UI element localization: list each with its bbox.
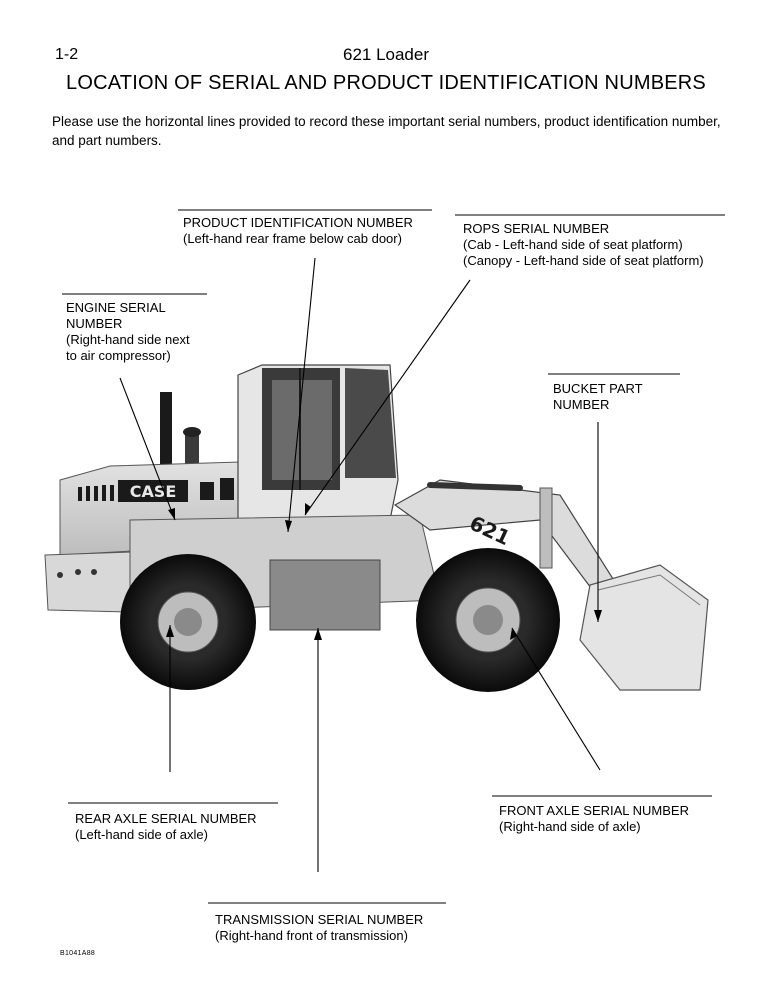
- rear-axle-location: (Left-hand side of axle): [75, 827, 257, 843]
- rops-canopy-location: (Canopy - Left-hand side of seat platfor…: [463, 253, 704, 269]
- front-axle-location: (Right-hand side of axle): [499, 819, 689, 835]
- bucket-title-line1: BUCKET PART: [553, 381, 643, 397]
- transmission-housing: [270, 560, 380, 630]
- engine-title-line2: NUMBER: [66, 316, 190, 332]
- callout-front-axle-serial-number: FRONT AXLE SERIAL NUMBER (Right-hand sid…: [499, 803, 689, 835]
- callout-engine-serial-number: ENGINE SERIAL NUMBER (Right-hand side ne…: [66, 300, 190, 364]
- callout-rear-axle-serial-number: REAR AXLE SERIAL NUMBER (Left-hand side …: [75, 811, 257, 843]
- rear-wheel: [120, 554, 256, 690]
- figure-code: B1041A88: [60, 950, 95, 957]
- pin-location: (Left-hand rear frame below cab door): [183, 231, 413, 247]
- case-logo-decal: CASE: [118, 480, 188, 502]
- rear-axle-title: REAR AXLE SERIAL NUMBER: [75, 811, 257, 827]
- callout-rops-serial-number: ROPS SERIAL NUMBER (Cab - Left-hand side…: [463, 221, 704, 269]
- engine-title-line1: ENGINE SERIAL: [66, 300, 190, 316]
- engine-location-line2: to air compressor): [66, 348, 190, 364]
- operator-cab: [238, 365, 398, 522]
- callout-transmission-serial-number: TRANSMISSION SERIAL NUMBER (Right-hand f…: [215, 912, 423, 944]
- bucket: [580, 565, 708, 690]
- callout-bucket-part-number: BUCKET PART NUMBER: [553, 381, 643, 413]
- front-axle-title: FRONT AXLE SERIAL NUMBER: [499, 803, 689, 819]
- engine-location-line1: (Right-hand side next: [66, 332, 190, 348]
- brand-decal-text: CASE: [130, 482, 177, 501]
- transmission-title: TRANSMISSION SERIAL NUMBER: [215, 912, 423, 928]
- rear-counterweight: [45, 552, 130, 612]
- pin-title: PRODUCT IDENTIFICATION NUMBER: [183, 215, 413, 231]
- rops-title: ROPS SERIAL NUMBER: [463, 221, 704, 237]
- transmission-location: (Right-hand front of transmission): [215, 928, 423, 944]
- rops-cab-location: (Cab - Left-hand side of seat platform): [463, 237, 704, 253]
- exhaust-stack: [160, 392, 201, 472]
- bucket-title-line2: NUMBER: [553, 397, 643, 413]
- callout-product-identification-number: PRODUCT IDENTIFICATION NUMBER (Left-hand…: [183, 215, 413, 247]
